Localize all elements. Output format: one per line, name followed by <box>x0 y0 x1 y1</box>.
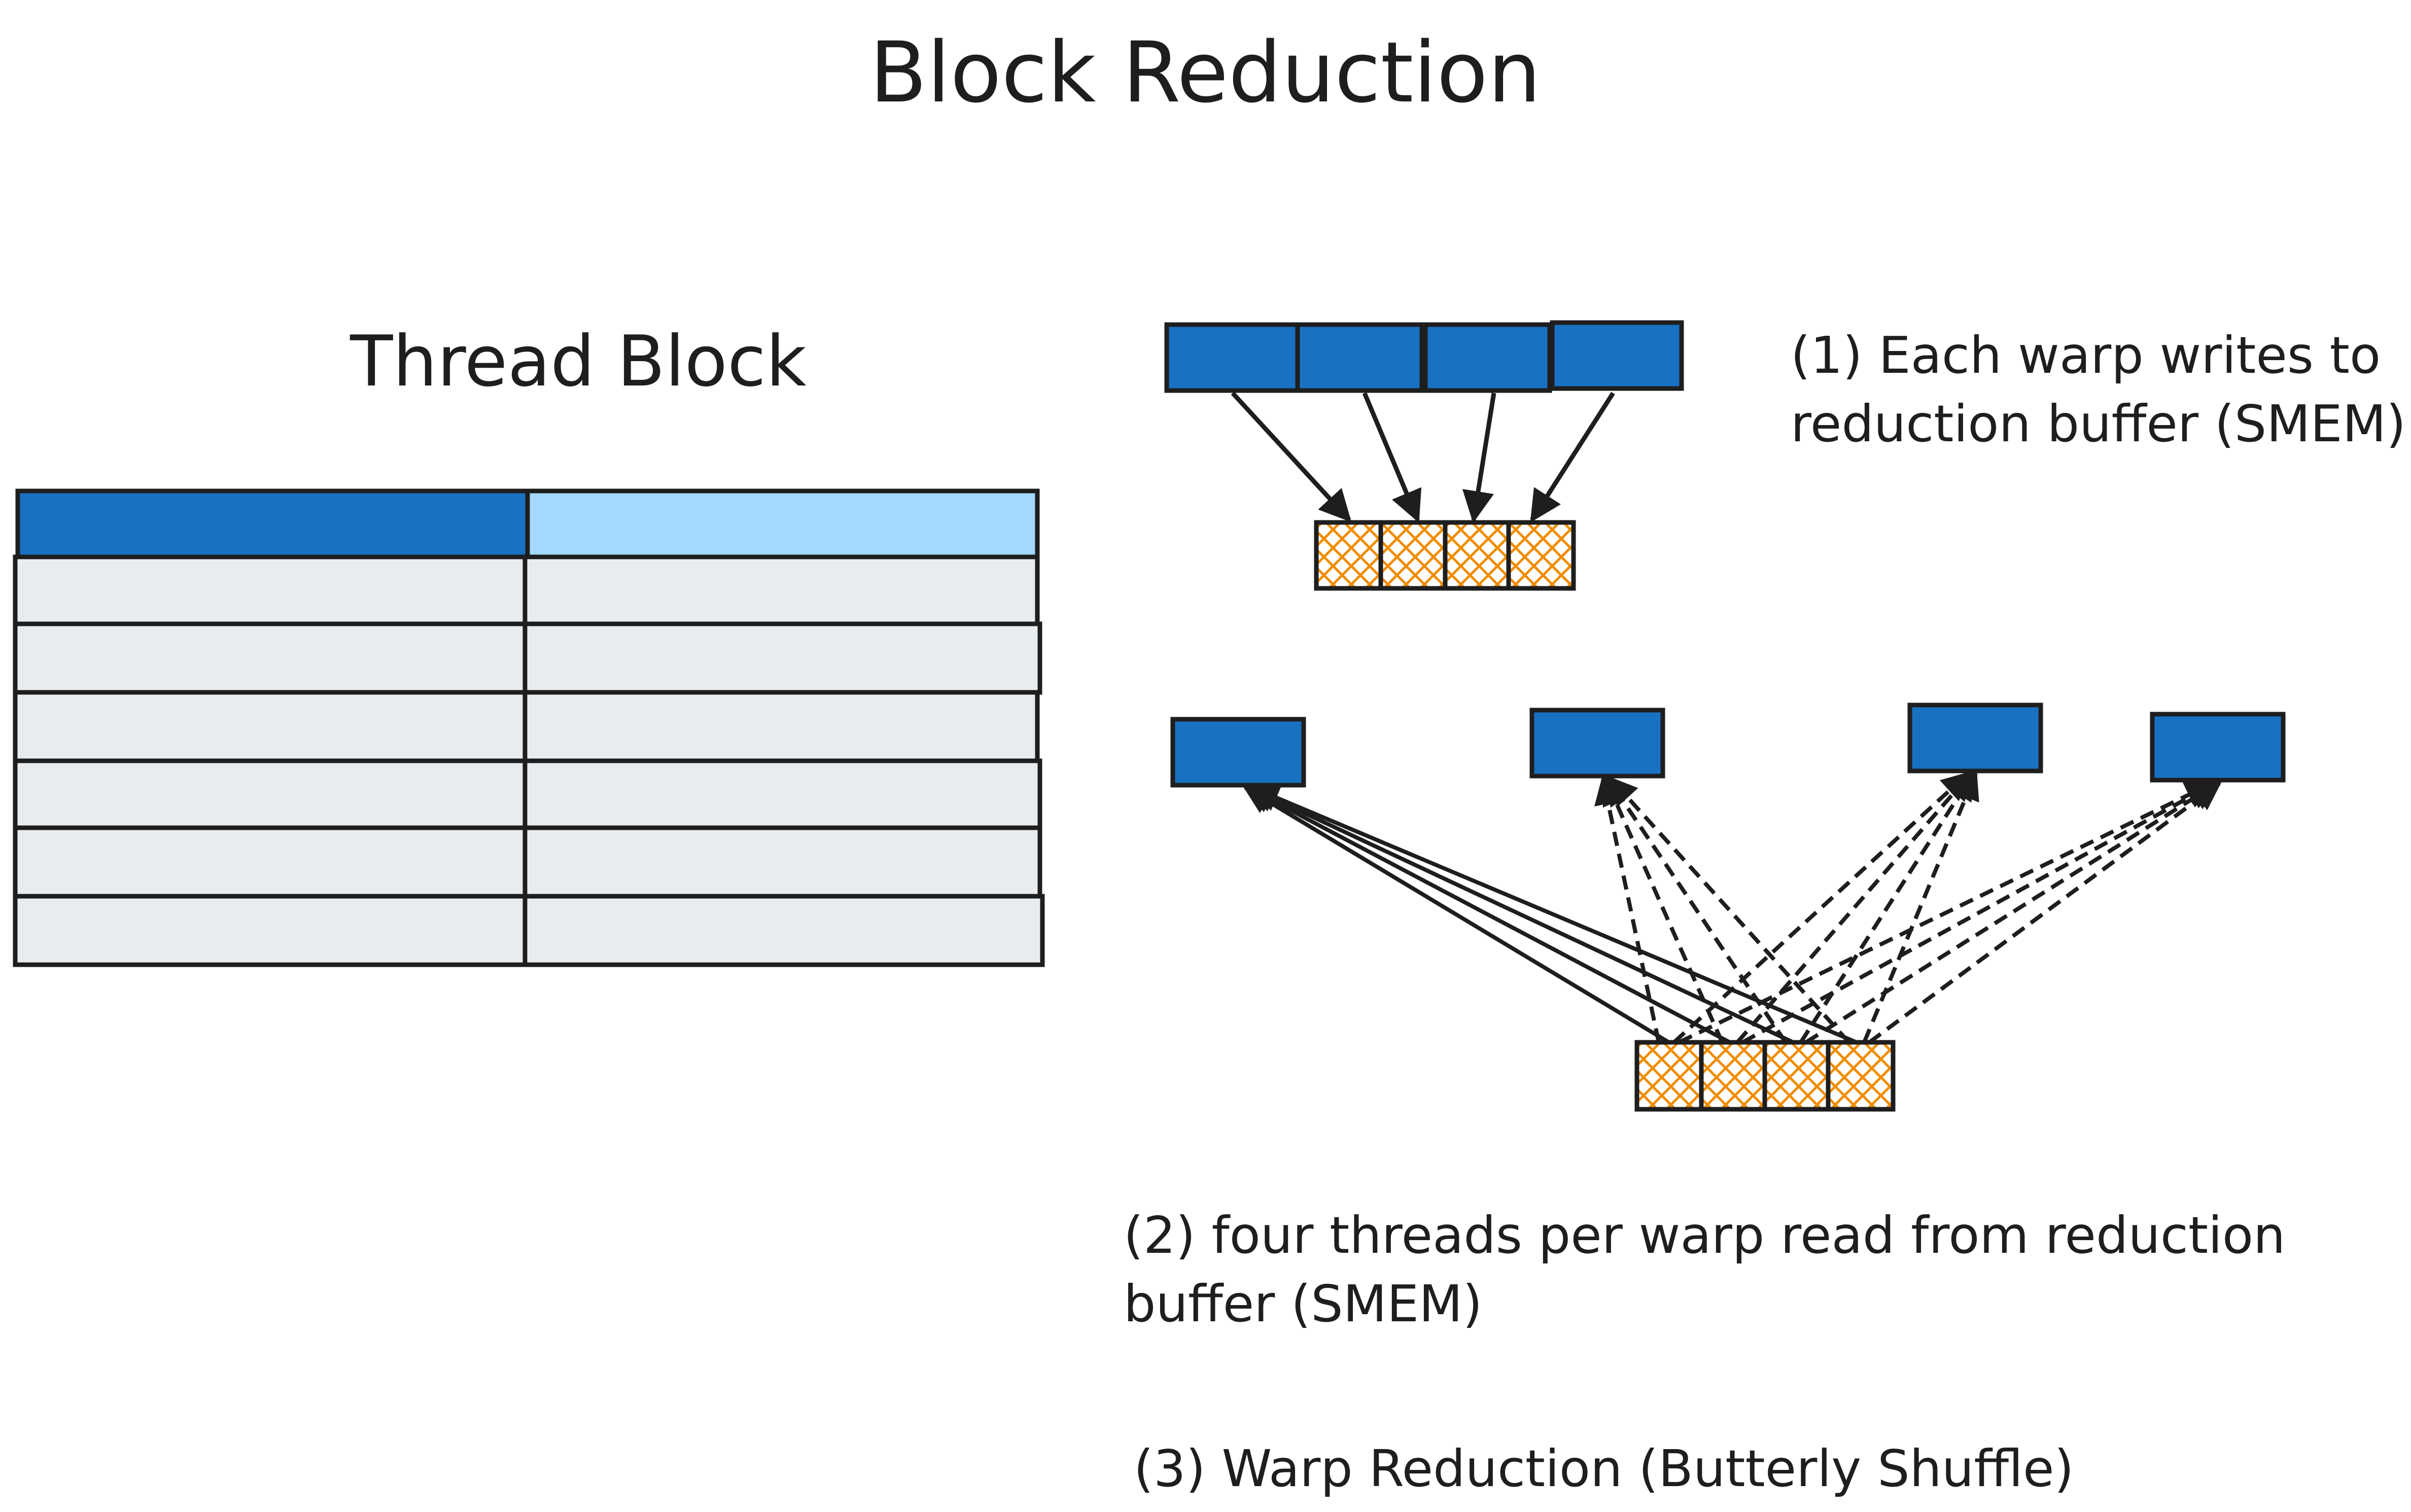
step2-caption-line1: (2) four threads per warp read from redu… <box>1124 1206 2285 1265</box>
read-arrow <box>1804 782 2219 1044</box>
read-arrow <box>1243 786 1670 1044</box>
read-arrow <box>1678 782 2215 1044</box>
thread-block-cell <box>13 690 528 763</box>
read-arrow <box>1602 776 1724 1043</box>
warp-box <box>1550 320 1684 391</box>
buffer-slot <box>1506 520 1576 591</box>
step2-reduction-buffer <box>1634 1040 1896 1112</box>
thread-block-cell <box>13 825 528 899</box>
step2-solid-arrows <box>1243 784 1858 1044</box>
step3-caption: (3) Warp Reduction (Butterly Shuffle) <box>1134 1439 2074 1498</box>
read-arrow <box>1594 776 1661 1043</box>
thread-block-cell <box>13 894 528 967</box>
step1-caption-line2: reduction buffer (SMEM) <box>1791 394 2406 453</box>
write-arrow <box>1231 391 1352 522</box>
thread-block-cell <box>522 621 1042 695</box>
thread-block-cell <box>13 554 528 626</box>
thread-block-header-left <box>15 488 530 559</box>
write-arrow <box>1530 392 1615 523</box>
warp-box <box>1164 322 1300 393</box>
thread-block-cell <box>522 554 1040 626</box>
thread-block-cell <box>522 690 1040 763</box>
buffer-slot <box>1826 1040 1896 1112</box>
write-arrow <box>1362 392 1422 523</box>
step2-caption-line2: buffer (SMEM) <box>1124 1274 1482 1333</box>
buffer-slot <box>1699 1040 1767 1112</box>
warp-box <box>1295 322 1424 393</box>
buffer-slot <box>1634 1040 1704 1112</box>
step2-warps <box>1170 702 2286 788</box>
warp-box <box>1529 708 1665 779</box>
read-arrow <box>1247 786 1794 1044</box>
read-arrow <box>1799 771 1975 1044</box>
diagram-title: Block Reduction <box>869 24 1541 121</box>
buffer-slot <box>1378 520 1448 591</box>
warp-box <box>1423 322 1552 393</box>
read-arrow <box>1245 786 1731 1044</box>
buffer-slot <box>1443 520 1511 591</box>
thread-block-label: Thread Block <box>350 321 807 402</box>
read-arrow <box>1606 776 1788 1044</box>
buffer-slot <box>1762 1040 1831 1112</box>
write-arrow <box>1462 393 1496 523</box>
thread-block-cell <box>522 894 1045 967</box>
step1-caption-line1: (1) Each warp writes to <box>1791 326 2381 385</box>
thread-block-cell <box>13 758 528 830</box>
buffer-slot <box>1314 520 1383 591</box>
thread-block-grid <box>13 488 1045 967</box>
read-arrow <box>1609 776 1850 1044</box>
read-arrow <box>1741 782 2217 1044</box>
thread-block-cell <box>522 825 1042 899</box>
thread-block-cell <box>13 621 528 695</box>
thread-block-cell <box>522 758 1042 830</box>
step1-arrows <box>1231 391 1615 523</box>
step1-reduction-buffer <box>1314 520 1576 591</box>
thread-block-rows <box>13 554 1045 967</box>
step1-warps <box>1164 320 1684 393</box>
read-arrow <box>1862 770 1979 1043</box>
read-arrow <box>1250 784 1858 1044</box>
step2-dashed-arrows <box>1594 770 2222 1044</box>
read-arrow <box>1868 782 2222 1044</box>
warp-box <box>1170 717 1306 788</box>
thread-block-header-right <box>525 488 1040 559</box>
warp-box <box>1907 702 2043 773</box>
warp-box <box>2150 712 2286 783</box>
read-arrow <box>1735 771 1973 1044</box>
